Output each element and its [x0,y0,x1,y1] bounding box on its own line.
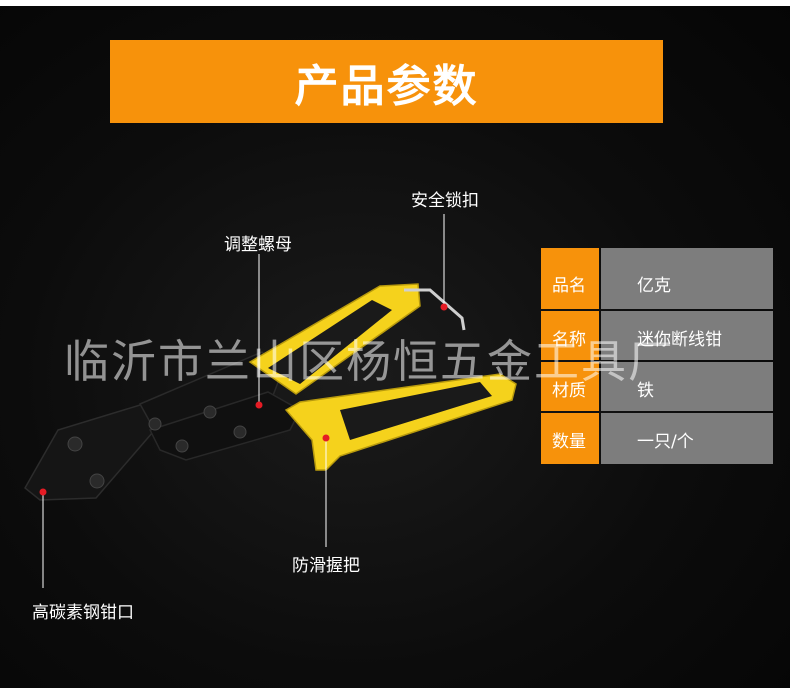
spec-value: 一只/个 [601,413,773,464]
safety-lock-hook [404,288,466,331]
callout-anti-slip-grip: 防滑握把 [292,556,360,576]
spec-key: 数量 [541,413,599,464]
spec-key: 品名 [541,248,599,309]
marker-dot-icon [39,488,47,496]
rivet-icon [67,436,83,452]
spec-row: 名称 迷你断线钳 [541,311,773,360]
spec-table: 品名 亿克 名称 迷你断线钳 材质 铁 数量 一只/个 [541,248,773,464]
lower-grip-insert [340,382,492,440]
title-banner: 产品参数 [110,40,663,123]
upper-grip-insert [268,300,392,384]
rivet-icon [89,473,105,489]
rivet-icon [203,405,217,419]
callout-safety-lock: 安全锁扣 [411,191,479,211]
rivet-icon [233,425,247,439]
marker-dot-icon [322,434,330,442]
spec-row: 数量 一只/个 [541,413,773,464]
callout-adjust-nut: 调整螺母 [224,235,292,255]
rivet-icon [175,439,189,453]
spec-value: 铁 [601,362,773,411]
spec-row: 品名 亿克 [541,248,773,309]
marker-dot-icon [440,303,448,311]
callout-jaw: 高碳素钢钳口 [32,603,134,623]
spec-key: 名称 [541,311,599,360]
spec-value: 亿克 [601,248,773,309]
top-white-strip [0,0,790,6]
spec-value: 迷你断线钳 [601,311,773,360]
spec-key: 材质 [541,362,599,411]
marker-dot-icon [255,401,263,409]
watermark-text: 临沂市兰山区杨恒五金工具厂 [64,335,676,388]
spec-row: 材质 铁 [541,362,773,411]
rivet-icon [148,417,162,431]
banner-title: 产品参数 [294,60,479,112]
